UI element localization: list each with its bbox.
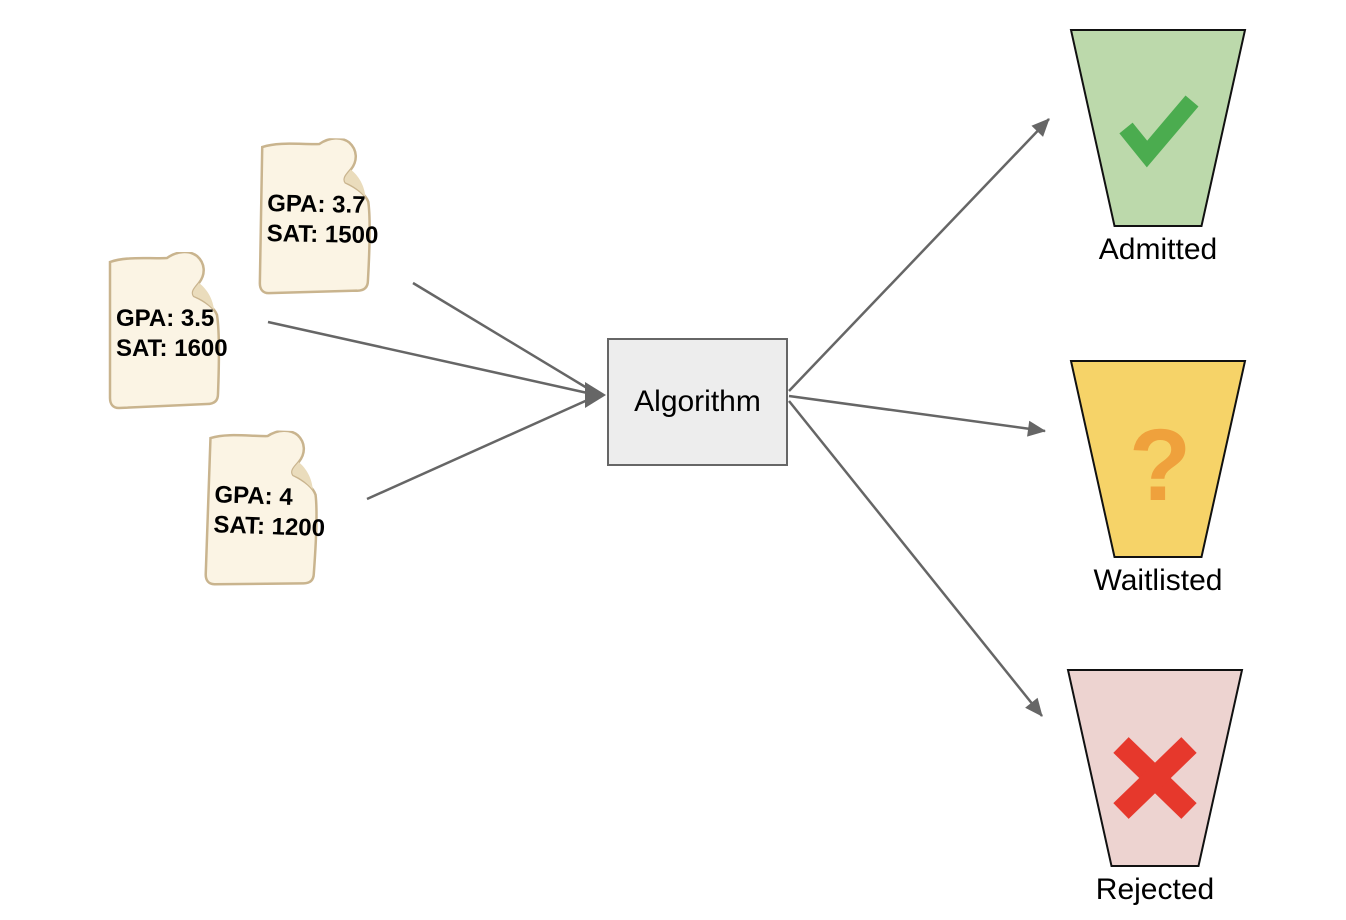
page-curl-shadow xyxy=(192,283,214,310)
paper-icon xyxy=(258,137,371,295)
check-icon xyxy=(1119,95,1199,168)
paper-shape xyxy=(108,250,221,410)
application-3-text: GPA: 4 SAT: 1200 xyxy=(213,480,327,544)
arrow-application2-to-algorithm xyxy=(267,320,593,396)
rejected-label: Rejected xyxy=(1095,873,1215,906)
application-1-text: GPA: 3.7 SAT: 1500 xyxy=(266,189,379,251)
application-2-text: GPA: 3.5 SAT: 1600 xyxy=(116,304,228,364)
question-mark-icon: ? xyxy=(1129,408,1191,522)
sat-line: SAT: 1200 xyxy=(212,511,326,543)
arrow-algorithm-to-admitted xyxy=(788,118,1050,392)
waitlisted-bucket-shape xyxy=(1069,360,1247,558)
page-curl-shadow xyxy=(292,462,313,490)
arrow-application1-to-algorithm xyxy=(412,281,593,393)
algorithm-node: Algorithm xyxy=(607,338,788,466)
sat-line: SAT: 1600 xyxy=(116,335,228,362)
x-mark-icon xyxy=(1113,737,1197,819)
admitted-bucket-icon xyxy=(1069,29,1247,227)
bucket-rejected: Rejected xyxy=(1063,668,1247,918)
input-arrowhead-icon xyxy=(585,382,606,408)
application-card-3: GPA: 4 SAT: 1200 xyxy=(200,428,330,592)
arrow-algorithm-to-rejected xyxy=(788,400,1043,717)
gpa-line: GPA: 3.5 xyxy=(116,305,215,332)
algorithm-label: Algorithm xyxy=(634,385,761,418)
waitlisted-label: Waitlisted xyxy=(1093,564,1223,597)
paper-shape xyxy=(258,137,371,295)
gpa-line: GPA: 3.7 xyxy=(267,190,366,219)
application-card-1: GPA: 3.7 SAT: 1500 xyxy=(255,137,382,299)
arrow-application3-to-algorithm xyxy=(366,396,593,501)
waitlisted-bucket-icon: ? xyxy=(1069,360,1247,558)
rejected-bucket-icon xyxy=(1066,669,1244,867)
application-card-2: GPA: 3.5 SAT: 1600 xyxy=(105,250,229,412)
gpa-line: GPA: 4 xyxy=(214,481,294,511)
sat-line: SAT: 1500 xyxy=(266,220,379,250)
admitted-label: Admitted xyxy=(1098,233,1218,266)
paper-icon xyxy=(108,250,221,410)
bucket-admitted: Admitted xyxy=(1066,28,1250,278)
bucket-waitlisted: ? Waitlisted xyxy=(1066,359,1250,609)
arrow-algorithm-to-waitlisted xyxy=(788,394,1046,437)
paper-icon xyxy=(204,429,318,586)
paper-shape xyxy=(204,429,318,586)
page-curl-shadow xyxy=(344,169,366,197)
